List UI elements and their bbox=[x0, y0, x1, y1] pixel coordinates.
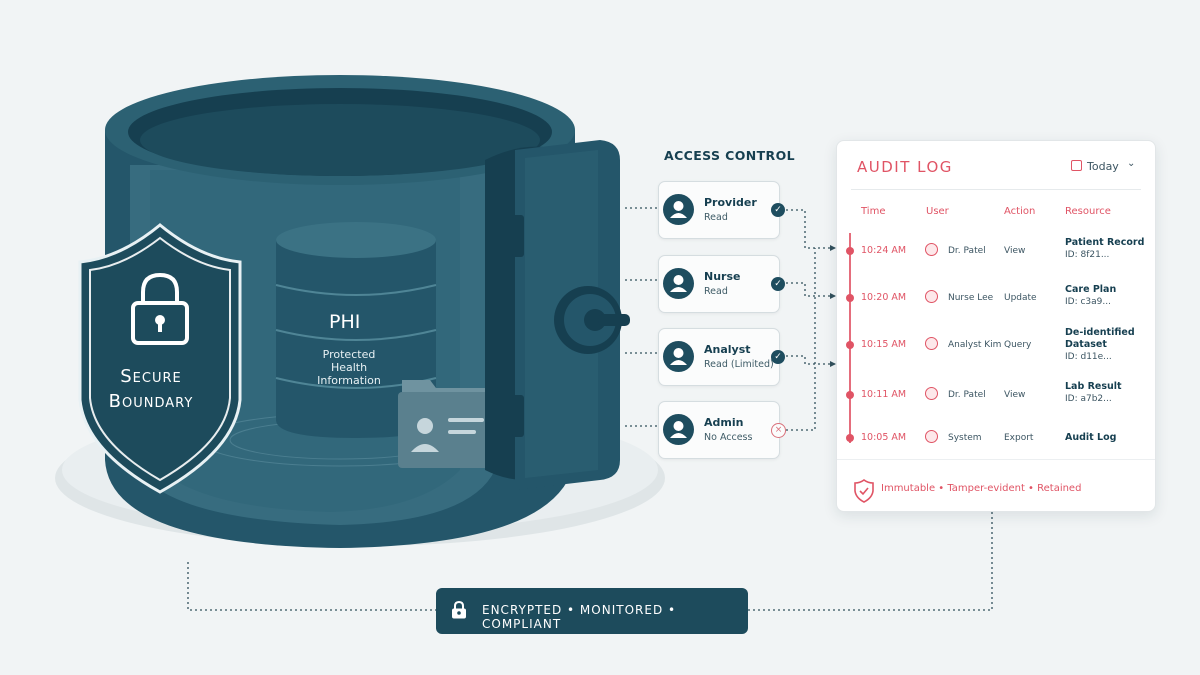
phi-subtitle: Protected Health Information bbox=[317, 348, 381, 387]
gear-icon bbox=[925, 430, 938, 443]
resource-name: Care Plan bbox=[1065, 284, 1117, 295]
denied-icon: × bbox=[771, 423, 786, 438]
table-row[interactable]: 10:24 AM Dr. Patel View Patient Record I… bbox=[837, 237, 1155, 277]
timeline-line bbox=[849, 233, 851, 443]
compliance-badge-text: ENCRYPTED • MONITORED • COMPLIANT bbox=[482, 603, 677, 631]
row-user: Dr. Patel bbox=[948, 246, 986, 256]
user-icon bbox=[925, 290, 938, 303]
user-icon bbox=[663, 414, 694, 445]
row-action: Query bbox=[1004, 340, 1032, 350]
role-name: Admin bbox=[704, 416, 744, 429]
row-time: 10:11 AM bbox=[861, 389, 907, 400]
row-user: System bbox=[948, 433, 982, 443]
timeline-dot bbox=[846, 247, 854, 255]
user-icon bbox=[663, 194, 694, 225]
shield-label: Secure Boundary bbox=[108, 366, 194, 412]
calendar-icon bbox=[1071, 160, 1082, 171]
resource-id: ID: d11e... bbox=[1065, 352, 1112, 362]
row-resource: Patient Record ID: 8f21... bbox=[1065, 237, 1149, 261]
row-time: 10:05 AM bbox=[861, 432, 907, 443]
role-name: Provider bbox=[704, 196, 757, 209]
user-icon bbox=[663, 268, 694, 299]
role-name: Nurse bbox=[704, 270, 741, 283]
timeline-dot bbox=[846, 294, 854, 302]
table-row[interactable]: 10:20 AM Nurse Lee Update Care Plan ID: … bbox=[837, 284, 1155, 324]
user-icon bbox=[925, 243, 938, 256]
vault-door bbox=[485, 140, 630, 490]
role-card-analyst[interactable]: Analyst Read (Limited) ✓ bbox=[658, 328, 785, 386]
row-user: Analyst Kim bbox=[948, 340, 1002, 350]
header-action: Action bbox=[1004, 206, 1036, 217]
role-permission: Read bbox=[704, 212, 728, 223]
row-time: 10:15 AM bbox=[861, 339, 907, 350]
row-user: Nurse Lee bbox=[948, 293, 994, 303]
table-row[interactable]: 10:05 AM System Export Audit Log bbox=[837, 429, 1155, 469]
database-icon bbox=[275, 222, 437, 438]
resource-name: De-identified Dataset bbox=[1065, 327, 1135, 350]
header-time: Time bbox=[861, 206, 886, 217]
shield-icon bbox=[78, 223, 242, 494]
resource-name: Patient Record bbox=[1065, 237, 1145, 248]
chevron-down-icon: ⌄ bbox=[1127, 158, 1136, 169]
date-filter-label: Today bbox=[1087, 160, 1119, 173]
row-user: Dr. Patel bbox=[948, 390, 986, 400]
user-icon bbox=[925, 387, 938, 400]
role-card-admin[interactable]: Admin No Access × bbox=[658, 401, 786, 459]
resource-name: Lab Result bbox=[1065, 381, 1122, 392]
role-permission: Read (Limited) bbox=[704, 359, 774, 370]
audit-log-title: AUDIT LOG bbox=[857, 158, 953, 176]
row-action: Export bbox=[1004, 433, 1034, 443]
resource-id: ID: a7b2... bbox=[1065, 394, 1112, 404]
role-card-nurse[interactable]: Nurse Read ✓ bbox=[658, 255, 785, 313]
padlock-icon bbox=[452, 600, 466, 619]
divider bbox=[851, 189, 1141, 190]
access-connectors bbox=[187, 207, 993, 611]
padlock-icon bbox=[131, 272, 189, 345]
audit-footer: Immutable • Tamper-evident • Retained bbox=[881, 483, 1082, 494]
header-resource: Resource bbox=[1065, 206, 1111, 217]
resource-id: ID: 8f21... bbox=[1065, 250, 1110, 260]
table-row[interactable]: 10:11 AM Dr. Patel View Lab Result ID: a… bbox=[837, 381, 1155, 426]
resource-name: Audit Log bbox=[1065, 432, 1117, 443]
check-icon: ✓ bbox=[771, 350, 785, 364]
check-icon: ✓ bbox=[771, 203, 785, 217]
role-card-provider[interactable]: Provider Read ✓ bbox=[658, 181, 785, 239]
row-action: View bbox=[1004, 246, 1026, 256]
user-icon bbox=[925, 337, 938, 350]
role-permission: No Access bbox=[704, 432, 753, 443]
resource-id: ID: c3a9... bbox=[1065, 297, 1111, 307]
access-control-title: ACCESS CONTROL bbox=[664, 148, 795, 163]
timeline-dot bbox=[846, 341, 854, 349]
user-icon bbox=[663, 341, 694, 372]
row-resource: Audit Log bbox=[1065, 432, 1149, 444]
phi-title: PHI bbox=[329, 311, 361, 333]
row-resource: Lab Result ID: a7b2... bbox=[1065, 381, 1149, 405]
row-action: Update bbox=[1004, 293, 1037, 303]
row-action: View bbox=[1004, 390, 1026, 400]
row-time: 10:24 AM bbox=[861, 245, 907, 256]
audit-log-panel: AUDIT LOG Today ⌄ Time User Action Resou… bbox=[836, 140, 1156, 512]
role-permission: Read bbox=[704, 286, 728, 297]
check-icon: ✓ bbox=[771, 277, 785, 291]
patient-folder-icon bbox=[398, 380, 498, 468]
shield-check-icon bbox=[854, 479, 874, 503]
row-time: 10:20 AM bbox=[861, 292, 907, 303]
row-resource: De-identified Dataset ID: d11e... bbox=[1065, 327, 1149, 363]
role-name: Analyst bbox=[704, 343, 751, 356]
compliance-badge: ENCRYPTED • MONITORED • COMPLIANT bbox=[436, 588, 748, 634]
divider bbox=[837, 459, 1155, 460]
row-resource: Care Plan ID: c3a9... bbox=[1065, 284, 1149, 308]
table-row[interactable]: 10:15 AM Analyst Kim Query De-identified… bbox=[837, 327, 1155, 367]
timeline-dot bbox=[846, 391, 854, 399]
timeline-dot bbox=[846, 434, 854, 442]
header-user: User bbox=[926, 206, 949, 217]
